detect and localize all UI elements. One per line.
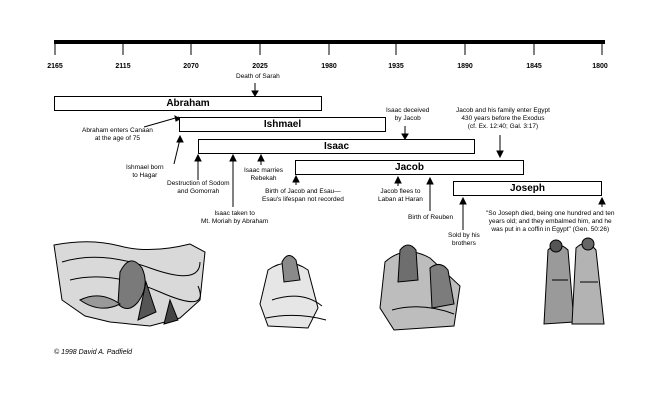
note-line: Jacob and his family enter Egypt xyxy=(456,107,550,114)
illustration-joseph xyxy=(543,237,605,325)
note-rebekah: Isaac marries Rebekah xyxy=(244,167,283,183)
timeline-ticks xyxy=(54,44,603,55)
tick-label: 1935 xyxy=(388,63,404,70)
timeline-axis xyxy=(54,40,605,44)
tick-label: 2165 xyxy=(47,63,63,70)
note-line: years old; and they embalmed him, and he xyxy=(488,218,612,225)
note-joseph-died: "So Joseph died, being one hundred and t… xyxy=(486,210,614,234)
note-line: Birth of Jacob and Esau— xyxy=(265,188,341,195)
note-line: by Jacob xyxy=(394,115,421,122)
note-line: Sold by his xyxy=(448,232,480,239)
illustration-isaac xyxy=(259,255,327,329)
note-line: Abraham enters Canaan xyxy=(82,127,153,134)
tick-label: 2025 xyxy=(252,63,268,70)
bar-isaac: Isaac xyxy=(198,139,475,154)
note-birth-reuben: Birth of Reuben xyxy=(408,214,454,221)
tick-label: 2070 xyxy=(183,63,199,70)
bar-jacob: Jacob xyxy=(295,160,524,175)
note-line: "So Joseph died, being one hundred and t… xyxy=(486,210,615,217)
note-line: Destruction of Sodom xyxy=(167,180,230,187)
note-line: 430 years before the Exodus xyxy=(461,115,545,122)
note-line: and Gomorrah xyxy=(177,188,220,195)
note-line: Laban at Haran xyxy=(378,196,423,203)
note-sodom: Destruction of Sodom and Gomorrah xyxy=(167,180,230,196)
note-line: brothers xyxy=(451,240,476,247)
note-line: Jacob flees to xyxy=(380,188,421,195)
event-arrows xyxy=(143,83,606,230)
illustration-jacob xyxy=(379,244,461,331)
bar-ishmael: Ishmael xyxy=(179,117,386,132)
note-enter-egypt: Jacob and his family enter Egypt 430 yea… xyxy=(456,107,550,131)
note-line: (cf. Ex. 12:40; Gal. 3:17) xyxy=(467,123,539,130)
note-line: Isaac marries xyxy=(244,167,284,174)
illustration-abraham xyxy=(53,241,206,327)
note-line: Isaac taken to xyxy=(214,210,255,217)
note-line: Ishmael born xyxy=(126,164,164,171)
note-isaac-deceived: Isaac deceived by Jacob xyxy=(386,107,429,123)
note-line: Rebekah xyxy=(250,175,277,182)
note-line: Mt. Moriah by Abraham xyxy=(201,218,269,225)
note-line: to Hagar xyxy=(132,172,158,179)
bar-joseph: Joseph xyxy=(453,181,602,196)
tick-label: 1980 xyxy=(321,63,337,70)
copyright-notice: © 1998 David A. Padfield xyxy=(54,349,133,356)
note-line: was put in a coffin in Egypt" (Gen. 50:2… xyxy=(491,226,610,233)
note-jacob-flees: Jacob flees to Laban at Haran xyxy=(378,188,423,204)
note-birth-jacob-esau: Birth of Jacob and Esau— Esau's lifespan… xyxy=(262,188,344,204)
tick-label: 1890 xyxy=(457,63,473,70)
note-death-of-sarah: Death of Sarah xyxy=(236,73,280,80)
bar-abraham: Abraham xyxy=(54,96,322,111)
tick-label: 1800 xyxy=(592,63,608,70)
note-moriah: Isaac taken to Mt. Moriah by Abraham xyxy=(201,210,268,226)
note-sold-by-brothers: Sold by his brothers xyxy=(448,232,480,248)
note-line: at the age of 75 xyxy=(94,135,140,142)
note-ishmael-born: Ishmael born to Hagar xyxy=(126,164,164,180)
note-line: Esau's lifespan not recorded xyxy=(262,196,344,203)
note-line: Isaac deceived xyxy=(386,107,430,114)
tick-label: 2115 xyxy=(115,63,131,70)
note-abraham-canaan: Abraham enters Canaan at the age of 75 xyxy=(82,127,153,143)
tick-label: 1845 xyxy=(526,63,542,70)
